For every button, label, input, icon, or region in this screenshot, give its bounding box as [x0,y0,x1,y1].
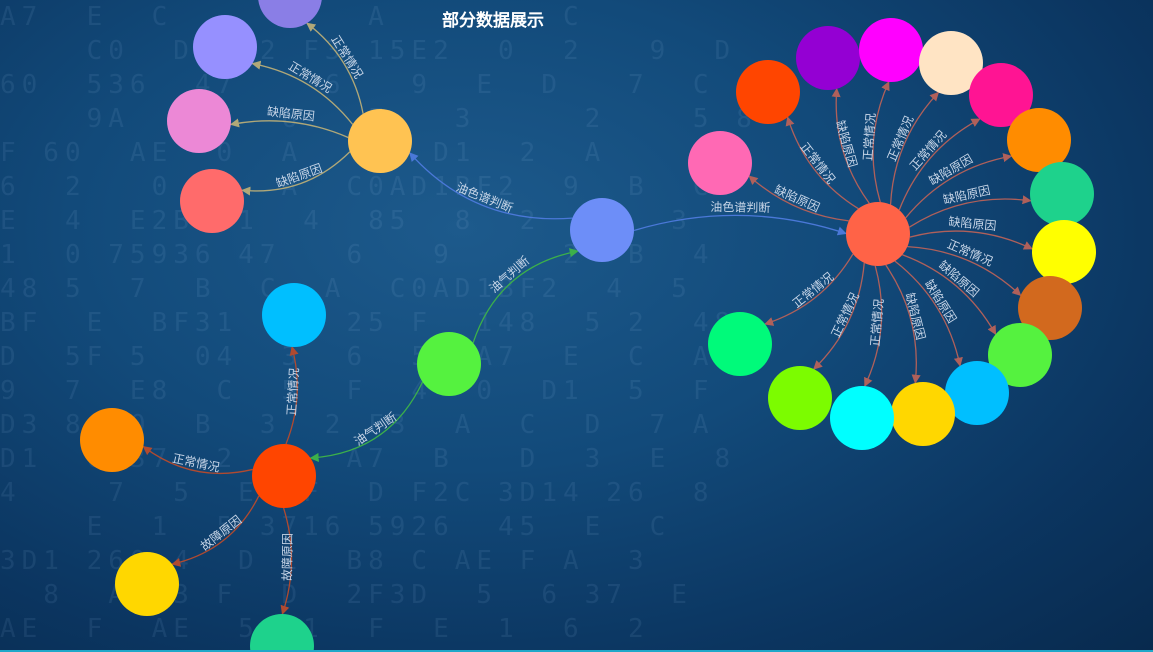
edge-n_r_hub-to-n_r_15 [764,253,854,326]
edge-n_r_hub-to-n_r_10 [902,254,997,336]
edge-n_r_hub-to-n_r_12 [885,264,921,384]
edge-n_r_hub-to-n_r_7 [908,195,1032,228]
graph-node[interactable] [988,323,1052,387]
graph-node[interactable] [969,63,1033,127]
graph-node[interactable] [193,15,257,79]
graph-node[interactable] [258,0,322,28]
edge-n_r_hub-to-n_r_14 [813,262,865,370]
edge-n_oil_gas-to-n_bl_hub [309,381,424,463]
edge-label: 正常情况 [790,270,836,311]
edge-label: 正常情况 [861,112,878,161]
graph-node[interactable] [945,361,1009,425]
edge-label: 缺陷原因 [274,160,324,190]
edge-label: 正常情况 [328,33,365,81]
edge-n_r_hub-to-n_r_8 [909,230,1033,250]
graph-node[interactable] [115,552,179,616]
edge-n_r_hub-to-n_r_pink [748,175,849,222]
graph-node[interactable] [1007,108,1071,172]
graph-node[interactable] [708,312,772,376]
edge-label: 正常情况 [285,367,302,416]
edge-n_r_hub-to-n_r_5 [898,118,981,211]
edge-n_bl_hub-to-n_bl_2 [142,446,253,475]
edge-label: 缺陷原因 [772,182,822,215]
graph-node[interactable] [859,18,923,82]
edge-n_center-to-n_tl_hub [409,152,573,220]
edge-label: 缺陷原因 [948,214,997,234]
edge-n_tl_hub-to-n_tl_3 [229,118,349,139]
graph-node[interactable] [846,202,910,266]
edge-label: 正常情况 [829,290,862,339]
graph-node[interactable] [417,332,481,396]
edge-n_r_hub-to-n_r_6 [905,153,1013,219]
edge-n_r_hub-to-n_r_3 [872,81,890,203]
edge-n_r_hub-to-n_r_4 [889,91,940,205]
edge-n_r_hub-to-n_r_2 [831,87,870,204]
edge-n_tl_hub-to-n_tl_1 [306,22,364,114]
edge-label: 正常情况 [868,298,886,347]
bottom-accent-bar [0,650,1153,652]
edge-label: 油气判断 [351,409,399,448]
edge-n_bl_hub-to-n_bl_1 [285,346,299,445]
edge-n_bl_hub-to-n_bl_3 [171,495,260,567]
graph-node[interactable] [1030,162,1094,226]
graph-node[interactable] [1018,276,1082,340]
page-title: 部分数据展示 [442,11,544,31]
graph-node[interactable] [891,382,955,446]
edge-label: 油气判断 [486,253,532,296]
edge-label: 油色谱判断 [710,199,770,215]
edge-label: 故障原因 [197,512,244,554]
edge-label: 故障原因 [279,533,295,581]
graph-node[interactable] [348,109,412,173]
graph-node[interactable] [736,60,800,124]
graph-node[interactable] [167,89,231,153]
graph-node[interactable] [570,198,634,262]
graph-node[interactable] [919,31,983,95]
edge-n_tl_hub-to-n_tl_4 [241,151,351,196]
edge-n_center-to-n_r_hub [633,214,847,236]
graph-node[interactable] [252,444,316,508]
graph-node[interactable] [262,283,326,347]
nodes-layer [80,0,1096,652]
edge-n_oil_gas-to-n_center [472,248,579,344]
graph-node[interactable] [830,386,894,450]
edge-label: 缺陷原因 [833,119,861,169]
graph-node[interactable] [80,408,144,472]
edge-n_r_hub-to-n_r_9 [907,245,1022,296]
edge-label: 正常情况 [885,114,917,164]
graph-node[interactable] [180,169,244,233]
graph-node[interactable] [250,614,314,652]
edge-label: 缺陷原因 [266,103,315,123]
edge-n_bl_hub-to-n_bl_4 [280,507,293,615]
edge-label: 缺陷原因 [903,291,929,341]
edge-n_r_hub-to-n_r_1 [785,116,859,210]
edge-n_tl_hub-to-n_tl_2 [251,60,354,125]
edge-label: 正常情况 [797,140,837,187]
graph-node[interactable] [768,366,832,430]
graph-node[interactable] [688,131,752,195]
edge-n_r_hub-to-n_r_11 [894,260,963,367]
edge-n_r_hub-to-n_r_13 [864,265,883,387]
edge-label: 油色谱判断 [454,179,515,215]
edges-layer [142,22,1033,615]
graph-node[interactable] [1032,220,1096,284]
graph-node[interactable] [796,26,860,90]
